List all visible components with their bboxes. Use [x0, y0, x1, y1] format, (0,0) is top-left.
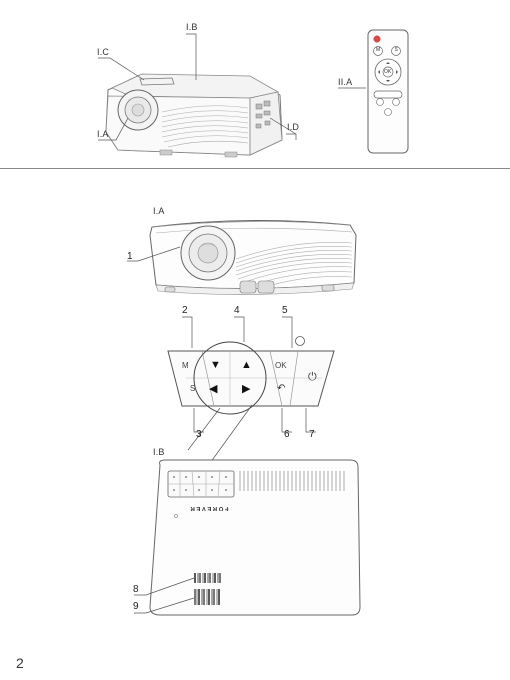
panel-key-s[interactable]: S [190, 384, 195, 393]
remote-key-ok: OK [384, 69, 391, 75]
callout-2: 2 [182, 305, 188, 316]
right-arrow-icon[interactable]: ▶ [242, 382, 250, 395]
control-panel-illustration [0, 300, 510, 440]
remote-key-s: S [395, 47, 398, 53]
callout-3: 3 [196, 429, 202, 440]
section-divider [0, 168, 510, 169]
callout-5: 5 [282, 305, 288, 316]
callout-4: 4 [234, 305, 240, 316]
remote-control-illustration [0, 0, 510, 170]
callout-6: 6 [284, 429, 290, 440]
remote-power-button [374, 36, 380, 42]
callout-7: 7 [309, 429, 315, 440]
brand-logo-rotated: FOREVER [189, 505, 229, 511]
down-arrow-icon[interactable]: ▼ [210, 359, 221, 371]
remote-key-m: M [376, 47, 380, 53]
panel-key-m[interactable]: M [182, 361, 189, 370]
callout-8: 8 [133, 584, 139, 595]
projector-top-illustration [0, 455, 510, 625]
callout-9: 9 [133, 601, 139, 612]
power-icon[interactable]: ⏻ [308, 371, 317, 384]
panel-key-ok[interactable]: OK [275, 361, 287, 370]
back-icon[interactable]: ↶ [277, 383, 285, 394]
up-arrow-icon[interactable]: ▲ [241, 359, 252, 371]
left-arrow-icon[interactable]: ◀ [209, 382, 217, 395]
callout-1: 1 [127, 251, 133, 262]
page-number: 2 [16, 655, 24, 671]
